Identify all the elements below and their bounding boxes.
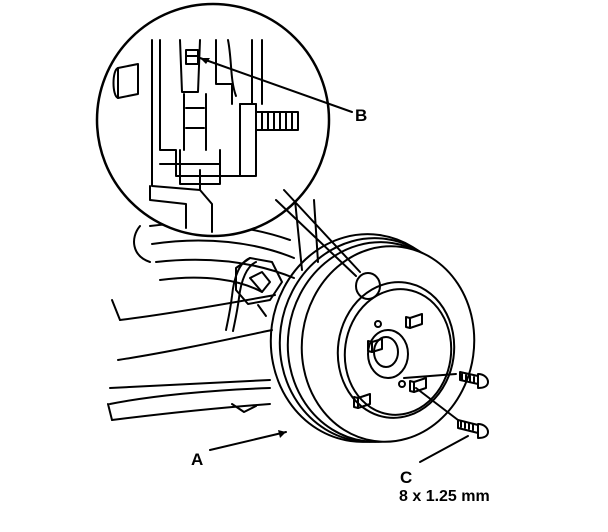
- leader-b: [199, 57, 353, 113]
- inspection-hole: [355, 272, 381, 300]
- bolt-lower: [457, 419, 489, 439]
- leader-a: [209, 431, 287, 451]
- callout-c: C: [400, 468, 412, 487]
- leader-c-label: [419, 435, 469, 463]
- leader-c2: [415, 387, 459, 421]
- bolt-upper: [459, 371, 489, 389]
- callout-c-spec: 8 x 1.25 mm: [399, 488, 490, 505]
- brake-drum: [269, 233, 476, 443]
- leader-b-arrow: [200, 58, 210, 64]
- magnifier-line-lower: [283, 189, 361, 273]
- leader-c1: [403, 373, 457, 379]
- detail-inset: [95, 2, 331, 238]
- wheel-studs: [353, 313, 427, 409]
- leader-a-arrow: [278, 430, 286, 438]
- magnifier-line-upper: [275, 199, 357, 277]
- suspension-assembly: [107, 199, 319, 421]
- callout-b: B: [355, 106, 367, 125]
- callout-a: A: [191, 450, 203, 469]
